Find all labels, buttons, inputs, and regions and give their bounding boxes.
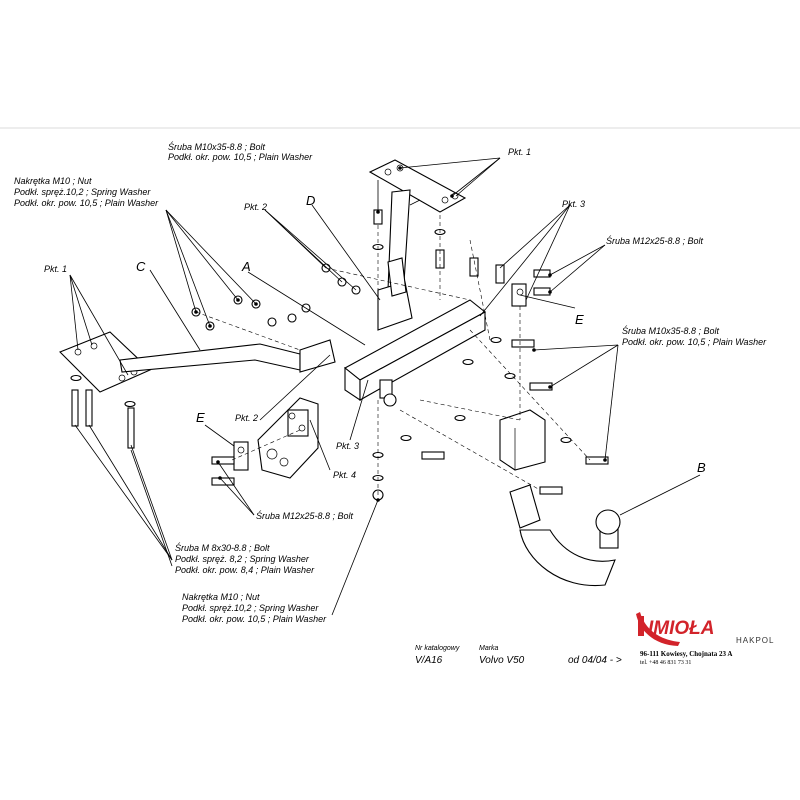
label-nut-left-line2: Podkł. spręż.10,2 ; Spring Washer xyxy=(14,187,151,197)
label-nut-left-line3: Podkł. okr. pow. 10,5 ; Plain Washer xyxy=(14,198,159,208)
make-caption: Marka xyxy=(479,645,499,652)
catalog-number: V/A16 xyxy=(415,655,443,666)
top-mounting-plate xyxy=(368,159,467,291)
from-date: od 04/04 - > xyxy=(568,655,622,666)
letter-e-right: E xyxy=(575,312,584,327)
company-phone: tel. +48 46 831 73 31 xyxy=(640,660,691,666)
label-bolt-m12-bottom: Śruba M12x25-8.8 ; Bolt xyxy=(256,510,354,521)
bracket-e-right xyxy=(511,283,527,307)
label-bolt-m8-line1: Śruba M 8x30-8.8 ; Bolt xyxy=(175,542,270,553)
label-pkt2-top: Pkt. 2 xyxy=(244,202,267,212)
letter-a: A xyxy=(241,259,251,274)
label-bolt-m12-right: Śruba M12x25-8.8 ; Bolt xyxy=(606,235,704,246)
assembly-guide-lines xyxy=(195,215,591,495)
label-bolt-m10-right-line2: Podkł. okr. pow. 10,5 ; Plain Washer xyxy=(622,337,767,347)
label-pkt1-top: Pkt. 1 xyxy=(508,147,531,157)
letter-b: B xyxy=(697,460,706,475)
label-bolt-m8-line3: Podkł. okr. pow. 8,4 ; Plain Washer xyxy=(175,565,315,575)
label-pkt3-bottom: Pkt. 3 xyxy=(336,441,359,451)
logo-sub-text: HAKPOL xyxy=(736,636,774,645)
catalog-caption: Nr katalogowy xyxy=(415,645,460,652)
imiola-logo: IMIOŁA HAKPOL 96-111 Kowiesy, Chojnata 2… xyxy=(636,612,774,666)
label-pkt3-right: Pkt. 3 xyxy=(562,199,585,209)
company-address: 96-111 Kowiesy, Chojnata 23 A xyxy=(640,650,732,658)
leader-lines xyxy=(69,157,701,616)
left-side-bracket xyxy=(257,397,319,479)
logo-brand-text: IMIOŁA xyxy=(648,618,715,639)
make-value: Volvo V50 xyxy=(479,655,525,666)
letter-e-left: E xyxy=(196,410,205,425)
label-bolt-m10-right-line1: Śruba M10x35-8.8 ; Bolt xyxy=(622,325,720,336)
label-pkt4: Pkt. 4 xyxy=(333,470,356,480)
label-bolt-top-line2: Podkł. okr. pow. 10,5 ; Plain Washer xyxy=(168,152,313,162)
title-block: Nr katalogowy V/A16 Marka Volvo V50 od 0… xyxy=(415,645,622,666)
label-nut-bottom-line3: Podkł. okr. pow. 10,5 ; Plain Washer xyxy=(182,614,327,624)
left-arm-c xyxy=(59,331,336,393)
leader-arrowheads xyxy=(194,166,607,502)
label-nut-left-line1: Nakrętka M10 ; Nut xyxy=(14,176,92,186)
label-bolt-m8-line2: Podkł. spręż. 8,2 ; Spring Washer xyxy=(175,554,310,564)
letter-d: D xyxy=(306,193,315,208)
label-pkt2-mid: Pkt. 2 xyxy=(235,413,258,423)
tow-ball-b xyxy=(509,484,621,587)
main-crossbar-a xyxy=(344,299,486,407)
label-pkt1-left: Pkt. 1 xyxy=(44,264,67,274)
label-nut-bottom-line2: Podkł. spręż.10,2 ; Spring Washer xyxy=(182,603,319,613)
letter-c: C xyxy=(136,259,146,274)
label-bolt-top-line1: Śruba M10x35-8.8 ; Bolt xyxy=(168,141,266,152)
strut-d xyxy=(377,257,413,331)
label-group: Śruba M10x35-8.8 ; Bolt Podkł. okr. pow.… xyxy=(14,141,767,624)
label-nut-bottom-line1: Nakrętka M10 ; Nut xyxy=(182,592,260,602)
socket-bracket xyxy=(499,409,546,471)
